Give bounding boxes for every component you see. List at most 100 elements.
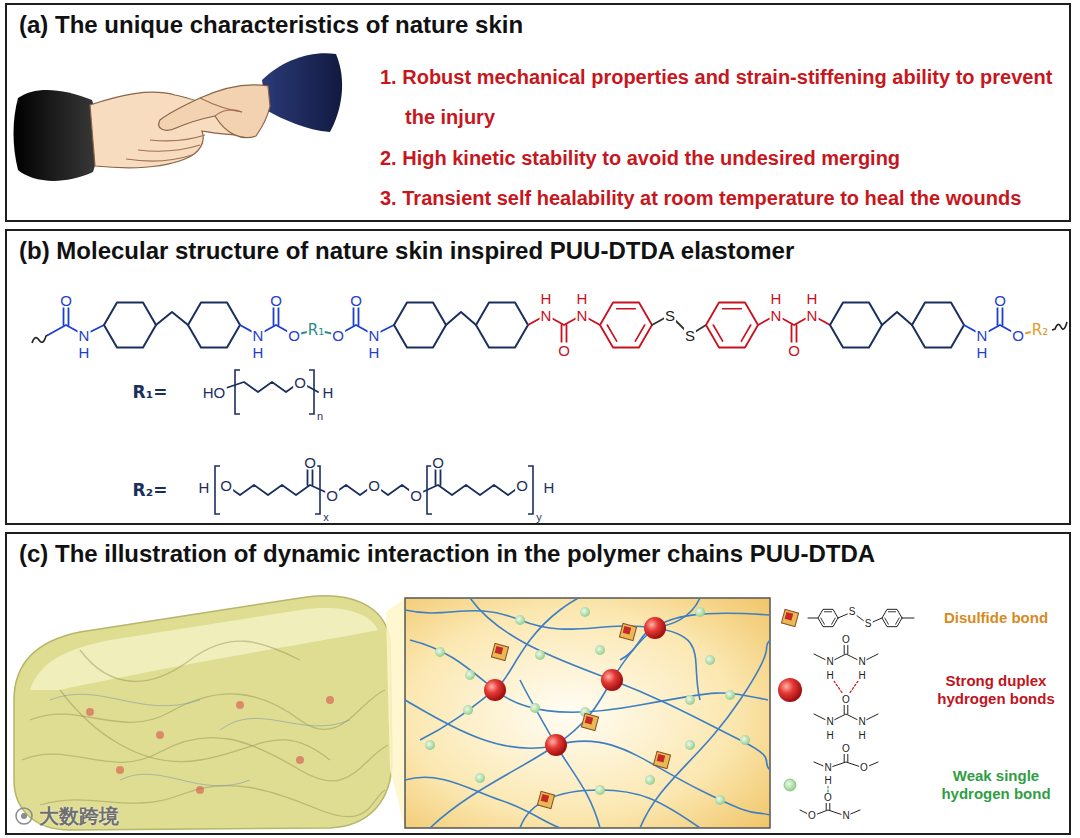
- gel-crosslink: [196, 786, 204, 794]
- weak-hbond-dot: [515, 615, 525, 625]
- atom-label: H: [806, 291, 819, 306]
- duplex-hbond-sphere: [545, 734, 567, 756]
- atom-label: H: [78, 345, 91, 360]
- disulfide-icon-outer: [619, 623, 636, 640]
- gel-texture: [60, 690, 330, 762]
- weak-hbond-dot: [465, 670, 475, 680]
- bond-line: [104, 302, 156, 347]
- atom-label: N: [857, 717, 866, 727]
- bond-line: [635, 325, 644, 341]
- atom-label: O: [859, 763, 869, 773]
- gel-crosslink: [236, 701, 244, 709]
- atom-label: N: [252, 328, 265, 343]
- polymer-chain: [405, 700, 770, 815]
- watermark: 大数跨境: [38, 806, 120, 826]
- atom-label: H: [252, 345, 265, 360]
- polymer-chain: [470, 598, 770, 770]
- panel-box: (c) The illustration of dynamic interact…: [5, 532, 1071, 835]
- atom-label: O: [557, 343, 571, 358]
- disulfide-icon: [581, 713, 598, 730]
- weak-hbond-dot: [595, 645, 605, 655]
- weak-hbond-dot: [425, 740, 435, 750]
- weak-hbond-dot: [685, 695, 695, 705]
- bond-line: [882, 312, 912, 325]
- atom-label: O: [515, 478, 529, 493]
- disulfide-icon-outer: [581, 713, 598, 730]
- disulfide-icon-inner: [785, 612, 794, 621]
- gel-crosslink: [296, 756, 304, 764]
- bond-line: [741, 325, 750, 341]
- substituent-label: n: [316, 411, 324, 422]
- bracket: [315, 466, 320, 514]
- weak-hbond-dot: [463, 705, 473, 715]
- polymer-chain: [410, 640, 768, 712]
- atom-label: H: [198, 480, 211, 495]
- atom-label: O: [993, 293, 1007, 308]
- atom-label: N: [841, 811, 850, 821]
- atom-label: H: [823, 776, 832, 786]
- atom-label: H: [825, 731, 834, 741]
- bond-line: [600, 302, 652, 347]
- atom-label: N: [78, 328, 91, 343]
- watermark-logo: [21, 813, 27, 819]
- atom-label: HO: [202, 385, 227, 400]
- atom-label: N: [368, 328, 381, 343]
- network: [405, 598, 770, 828]
- atom-label: H: [576, 291, 589, 306]
- bond-line: [964, 325, 1018, 335]
- finger-line: [138, 145, 200, 151]
- bond-line: [476, 302, 528, 347]
- atom-label: N: [976, 328, 989, 343]
- atom-label: N: [825, 717, 834, 727]
- bond-line: [832, 618, 836, 624]
- sleeve: [14, 90, 99, 181]
- bond-line: [838, 612, 882, 624]
- panel-heading: (c) The illustration of dynamic interact…: [19, 540, 875, 569]
- weak-hbond-dot: [645, 775, 655, 785]
- atom-label: N: [540, 308, 553, 323]
- disulfide-icon: [653, 751, 670, 768]
- bond-line: [617, 308, 636, 310]
- bond-line: [338, 325, 394, 335]
- bond-line: [814, 654, 878, 662]
- atom-label: O: [293, 375, 307, 390]
- legend-label: Weak single hydrogen bond: [930, 767, 1062, 803]
- atom-label: O: [325, 488, 339, 503]
- substituent-label: y: [535, 512, 543, 523]
- gel-chain: [120, 774, 250, 786]
- atom-label: H: [770, 291, 783, 306]
- disulfide-icon-inner: [495, 646, 504, 655]
- gel-chain: [220, 718, 350, 730]
- polymer-chain: [520, 680, 600, 828]
- bond-line: [824, 611, 831, 612]
- bond-line: [882, 609, 902, 626]
- bond-line: [888, 611, 895, 612]
- weak-hbond-dot: [740, 735, 750, 745]
- panel-heading: (b) Molecular structure of nature skin i…: [19, 237, 794, 266]
- watermark-logo: [16, 808, 32, 824]
- bond-line: [706, 302, 758, 347]
- bracket: [235, 370, 240, 414]
- weak-hbond-dot: [715, 795, 725, 805]
- atom-label: O: [269, 293, 283, 308]
- polymer-chain: [405, 777, 560, 828]
- finger-line: [150, 135, 205, 141]
- disulfide-icon: [537, 791, 554, 808]
- panel-heading: (a) The unique characteristics of nature…: [19, 11, 523, 40]
- atom-label: H: [322, 385, 335, 400]
- substituent-label: R₂=: [132, 482, 169, 499]
- panel-box: (a) The unique characteristics of nature…: [5, 3, 1071, 222]
- gel-crosslink: [116, 766, 124, 774]
- bond-line: [830, 302, 882, 347]
- bond-line: [818, 609, 838, 626]
- bond-line: [156, 312, 188, 325]
- substituent-label: R₁: [307, 323, 325, 338]
- weak-hbond-dot: [695, 607, 705, 617]
- atom-label: O: [431, 455, 445, 470]
- atom-label: N: [806, 308, 819, 323]
- finger-line: [126, 155, 192, 161]
- polymer-chain: [430, 613, 770, 828]
- atom-label: O: [303, 455, 317, 470]
